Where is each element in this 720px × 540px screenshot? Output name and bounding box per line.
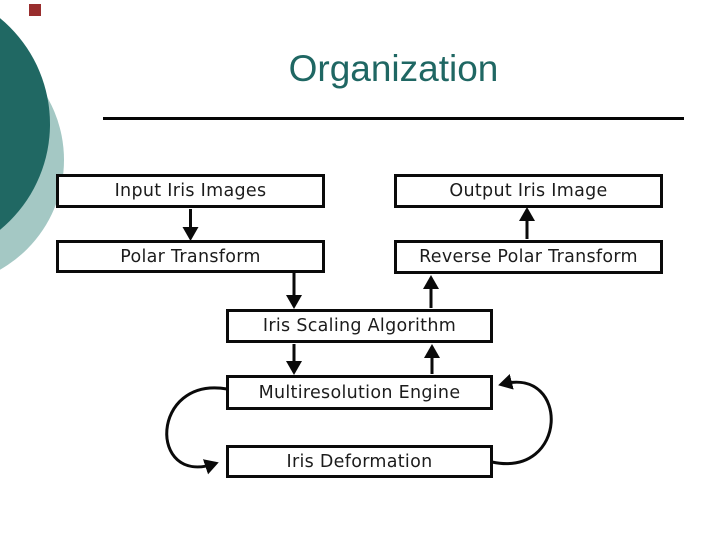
node-output-iris-image: Output Iris Image [394, 174, 663, 208]
node-label: Iris Deformation [286, 451, 433, 472]
node-label: Reverse Polar Transform [419, 247, 638, 267]
loop-left-multires-to-deformation [165, 386, 228, 475]
decor-red-square [29, 4, 41, 16]
node-polar-transform: Polar Transform [56, 240, 325, 273]
node-input-iris-images: Input Iris Images [56, 174, 325, 208]
node-label: Polar Transform [120, 246, 261, 267]
loop-right-deformation-to-multires [491, 374, 553, 466]
title-underline-rule [103, 117, 684, 120]
node-iris-deformation: Iris Deformation [226, 445, 493, 478]
node-label: Output Iris Image [449, 181, 608, 201]
node-label: Input Iris Images [114, 181, 267, 201]
node-label: Multiresolution Engine [258, 382, 461, 403]
slide-title: Organization [288, 48, 499, 89]
node-multiresolution-engine: Multiresolution Engine [226, 375, 493, 410]
node-reverse-polar-transform: Reverse Polar Transform [394, 240, 663, 274]
node-label: Iris Scaling Algorithm [262, 316, 457, 336]
node-iris-scaling-algorithm: Iris Scaling Algorithm [226, 309, 493, 343]
